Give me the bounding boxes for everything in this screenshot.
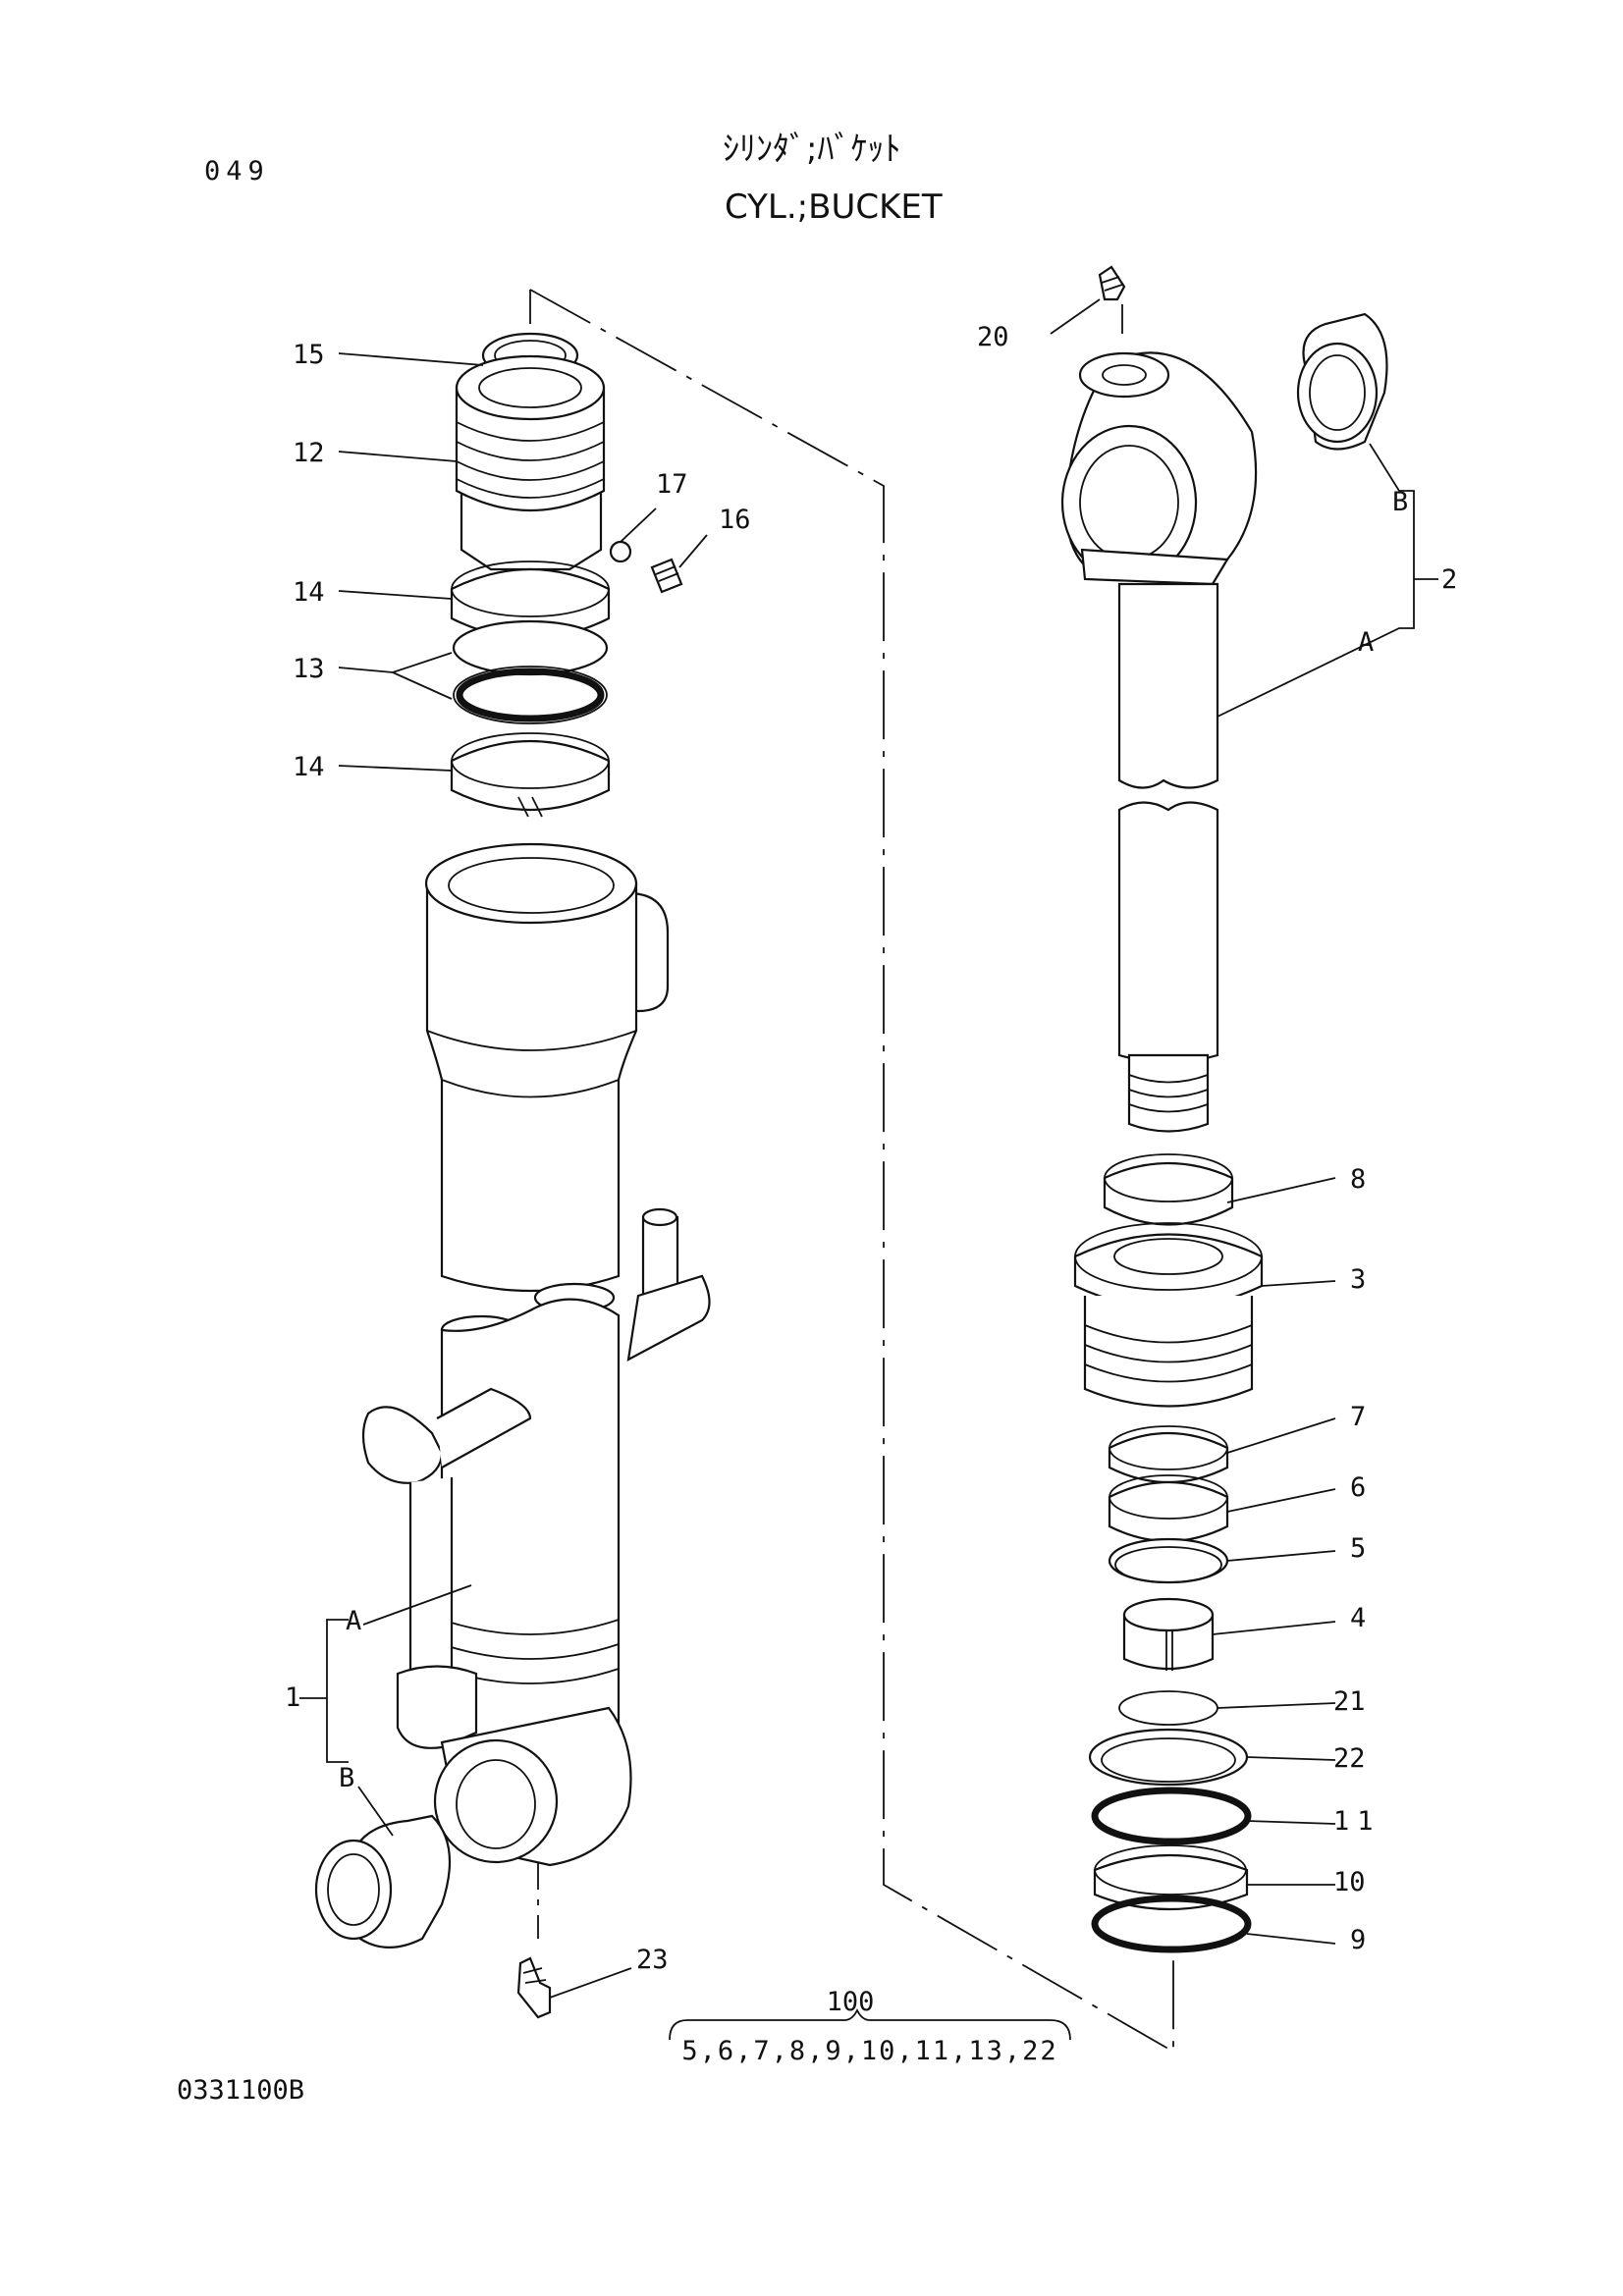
ring-part-22 [1088, 1728, 1249, 1787]
set-screw-part-16 [650, 558, 683, 594]
bushing-left [314, 1814, 452, 1949]
rod-cover-part-12 [455, 354, 606, 571]
callout-11: 11 [1333, 1806, 1381, 1837]
callout-3: 3 [1350, 1264, 1366, 1295]
piston-seal-part-6 [1108, 1474, 1229, 1543]
callout-21: 21 [1333, 1686, 1366, 1717]
callout-20: 20 [977, 322, 1009, 352]
callout-1b: B [339, 1763, 354, 1793]
wear-ring-part-7 [1108, 1425, 1229, 1484]
o-ring-part-11 [1091, 1787, 1252, 1845]
callout-13: 13 [293, 654, 325, 684]
title-english: CYL.;BUCKET [725, 187, 943, 227]
callout-15: 15 [293, 340, 325, 370]
kit-number: 100 [827, 1987, 875, 2017]
leader-lines [299, 298, 1438, 2041]
title-japanese: ｼﾘﾝﾀﾞ;ﾊﾞｹｯﾄ [723, 130, 900, 169]
cylinder-tube-assembly [314, 332, 711, 2019]
callout-17: 17 [656, 469, 688, 500]
callout-4: 4 [1350, 1603, 1366, 1633]
callout-7: 7 [1350, 1402, 1366, 1432]
grease-fitting-part-23 [516, 1956, 552, 2019]
kit-contents: 5,6,7,8,9,10,11,13,22 [681, 2036, 1057, 2066]
callout-1a: A [346, 1606, 361, 1636]
callout-6: 6 [1350, 1472, 1366, 1503]
callout-2a: A [1358, 627, 1374, 658]
grease-fitting-part-20 [1098, 265, 1126, 301]
backup-ring-part-14-lower [450, 732, 611, 818]
page-number: 049 [204, 156, 270, 187]
bushing-right [1296, 312, 1388, 451]
backup-ring-part-10 [1093, 1844, 1249, 1911]
callout-22: 22 [1333, 1743, 1366, 1774]
assembly-guide-lines [529, 289, 1174, 2054]
callout-23: 23 [636, 1945, 669, 1975]
cushion-ring-part-8 [1103, 1153, 1234, 1226]
piston-rod-assembly [1060, 265, 1388, 1953]
piston-rod [1117, 582, 1219, 1133]
rod-eye [1060, 351, 1258, 586]
callout-16: 16 [719, 505, 751, 535]
callout-labels: 15 12 17 16 14 13 14 20 B 2 A 8 3 7 6 5 … [285, 322, 1457, 2066]
backup-ring-part-5 [1108, 1537, 1229, 1584]
seal-set-part-13 [452, 619, 609, 724]
callout-12: 12 [293, 438, 325, 468]
snap-ring-part-21 [1118, 1690, 1218, 1726]
bushing-part-4 [1122, 1597, 1215, 1671]
callout-5: 5 [1350, 1533, 1366, 1564]
piston-part-3 [1073, 1222, 1264, 1408]
callout-8: 8 [1350, 1164, 1366, 1195]
callout-10: 10 [1333, 1867, 1366, 1897]
cylinder-tube-body [361, 842, 711, 1867]
steel-ball-part-17 [609, 540, 632, 563]
callout-9: 9 [1350, 1925, 1366, 1955]
callout-14-upper: 14 [293, 577, 325, 608]
o-ring-part-9 [1091, 1895, 1252, 1953]
callout-2: 2 [1441, 564, 1457, 595]
callout-1: 1 [285, 1682, 300, 1713]
callout-2b: B [1392, 487, 1408, 517]
drawing-number: 0331100B [177, 2075, 304, 2106]
callout-14-lower: 14 [293, 752, 325, 782]
